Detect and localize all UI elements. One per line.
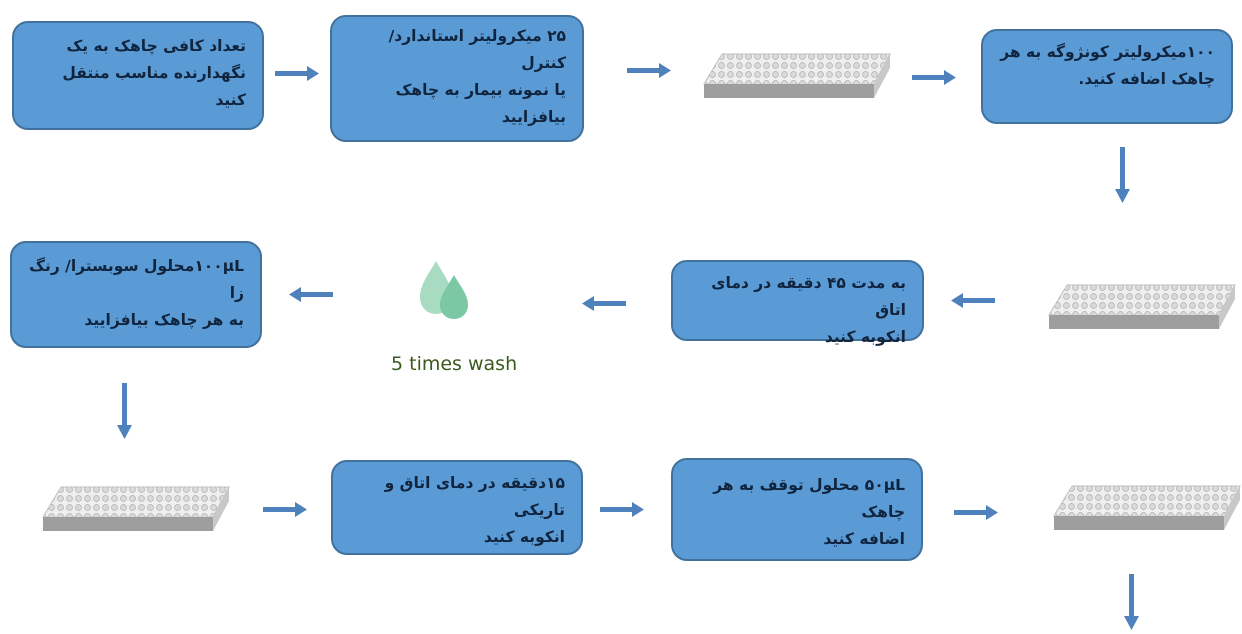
arrow-down-icon: [117, 383, 132, 439]
arrow-left-icon: [951, 293, 995, 308]
wash-label: 5 times wash: [391, 353, 518, 375]
step-2-add-sample: ۲۵ میکرولیتر استاندارد/ کنترل یا نمونه ب…: [330, 15, 584, 142]
step-7-add-stop-solution: ۵۰µL محلول توقف به هر چاهک اضافه کنید: [671, 458, 923, 561]
microplate-icon: [30, 486, 230, 532]
arrow-left-icon: [582, 296, 626, 311]
step-5-add-substrate: ۱۰۰µLمحلول سوبسترا/ رنگ زا به هر چاهک بی…: [10, 241, 262, 348]
step-6-incubate-15min-dark: ۱۵دقیقه در دمای اتاق و تاریکی انکوبه کنی…: [331, 460, 583, 555]
arrow-right-icon: [912, 70, 956, 85]
step-3-add-conjugate: ۱۰۰میکرولیتر کونژوگه به هر چاهک اضافه کن…: [981, 29, 1233, 124]
arrow-right-icon: [275, 66, 319, 81]
microplate-icon: [1036, 284, 1236, 330]
arrow-right-icon: [954, 505, 998, 520]
step-4-incubate-45min: به مدت ۴۵ دقیقه در دمای اتاق انکوبه کنید: [671, 260, 924, 346]
microplate-icon: [691, 53, 891, 99]
arrow-down-icon: [1124, 574, 1139, 630]
arrow-down-icon: [1115, 147, 1130, 203]
arrow-left-icon: [289, 287, 333, 302]
water-drops-icon: [420, 261, 468, 319]
arrow-right-icon: [263, 502, 307, 517]
microplate-icon: [1041, 485, 1241, 531]
arrow-right-icon: [627, 63, 671, 78]
arrow-right-icon: [600, 502, 644, 517]
step-1-transfer-wells: تعداد کافی چاهک به یک نگهدارنده مناسب من…: [12, 21, 264, 130]
